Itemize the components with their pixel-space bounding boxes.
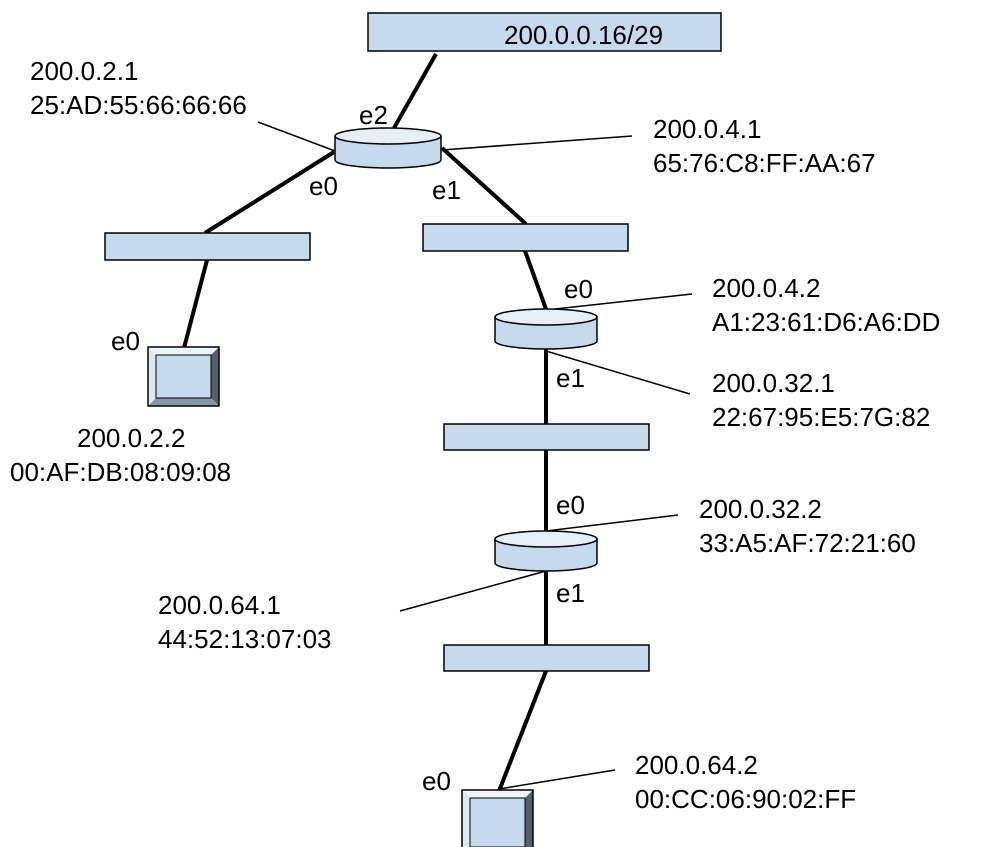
router-b-e1-label: e1 [556,363,585,393]
router-a-e0-mac: 25:AD:55:66:66:66 [30,90,247,120]
router-b [494,308,598,350]
router-c-e0-mac: 33:A5:AF:72:21:60 [699,528,916,558]
network-top-label: 200.0.0.16/29 [504,20,663,50]
host-left [147,346,220,407]
link-segment-to-host-bottom [497,670,548,792]
network-segment-right [422,223,629,252]
router-c-e1-ip: 200.0.64.1 [158,590,281,620]
link-left-segment-to-host [182,259,209,349]
link-router-a-to-left-segment [203,150,336,235]
router-a-e1-mac: 65:76:C8:FF:AA:67 [653,148,876,178]
router-c-e1-label: e1 [556,578,585,608]
leader-router-a-e1-address [441,135,633,151]
router-b-e1-ip: 200.0.32.1 [712,368,835,398]
router-c-e0-ip: 200.0.32.2 [699,494,822,524]
leader-router-b-e0-address [545,293,693,311]
host-bottom-mac: 00:CC:06:90:02:FF [635,784,856,814]
network-segment-middle [443,423,650,451]
leader-router-c-e1-address [399,570,547,612]
network-segment-top [367,12,722,52]
router-b-e0-label: e0 [564,274,593,304]
link-router-a-to-right-segment [440,146,528,226]
router-a [334,127,442,169]
router-a-e0-ip: 200.0.2.1 [30,56,138,86]
router-b-e1-mac: 22:67:95:E5:7G:82 [712,402,930,432]
router-c-e1-mac: 44:52:13:07:03 [158,624,332,654]
router-c-e0-label: e0 [556,490,585,520]
network-segment-lower [443,644,650,672]
router-b-e0-mac: A1:23:61:D6:A6:DD [712,307,940,337]
router-a-e1-ip: 200.0.4.1 [653,114,761,144]
router-a-e0-label: e0 [309,171,338,201]
leader-host-bottom-address [498,769,616,790]
leader-router-b-e1-address [545,350,691,395]
host-bottom-e0-label: e0 [422,766,451,796]
host-left-ip: 200.0.2.2 [77,423,185,453]
router-a-e1-label: e1 [432,175,461,205]
host-left-e0-label: e0 [111,326,140,356]
leader-router-c-e0-address [545,514,679,532]
router-a-e2-label: e2 [359,100,388,130]
host-left-mac: 00:AF:DB:08:09:08 [10,457,231,487]
leader-router-a-e0-address [257,121,336,152]
host-bottom [461,789,534,847]
router-b-e0-ip: 200.0.4.2 [712,273,820,303]
host-bottom-ip: 200.0.64.2 [635,750,758,780]
link-right-segment-to-router-b [523,250,548,310]
network-segment-left [104,232,311,261]
router-c [494,530,598,572]
link-top-to-router-a [392,53,438,129]
